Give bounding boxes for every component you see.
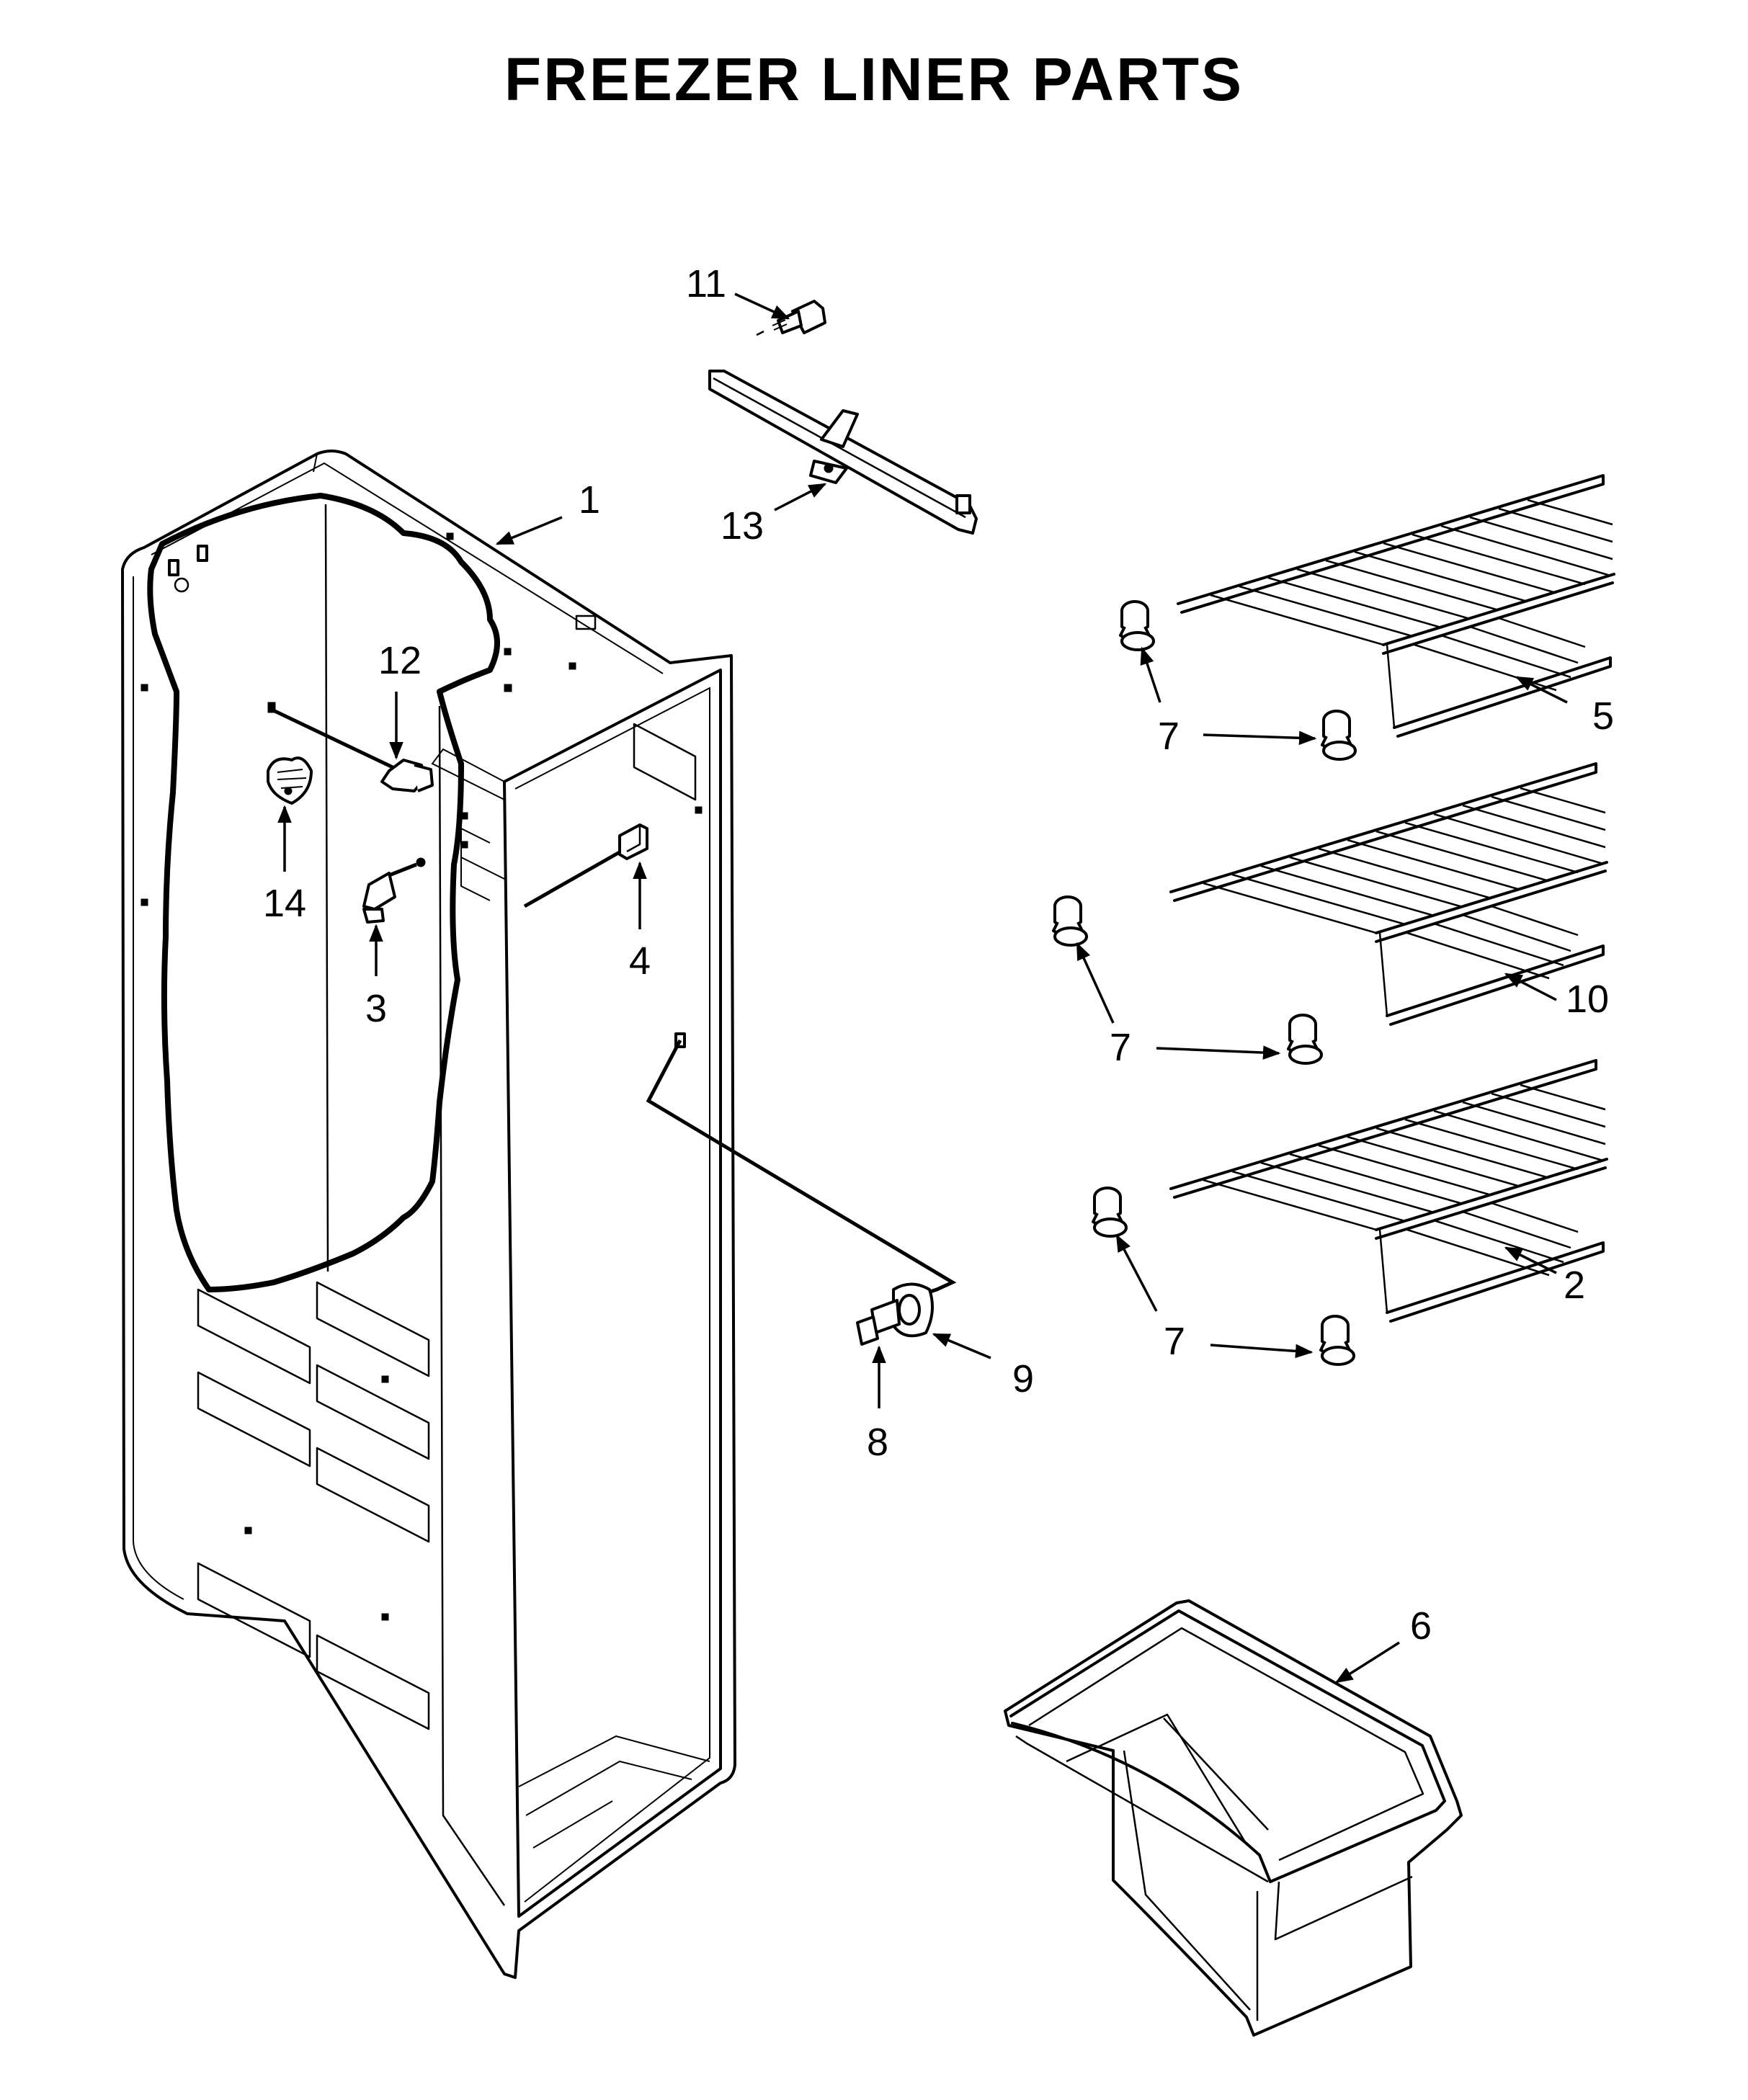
callout-12: 12 — [378, 639, 422, 682]
screw — [756, 300, 826, 336]
shelf-top — [1177, 474, 1615, 738]
callout-11: 11 — [686, 262, 726, 305]
diagram-title: FREEZER LINER PARTS — [504, 45, 1244, 113]
shelf-support-pin — [1321, 710, 1357, 761]
ice-bin — [1004, 1599, 1463, 2037]
shelf-support-pin — [1119, 600, 1155, 651]
freezer-liner — [121, 450, 736, 1979]
callout-13: 13 — [721, 504, 764, 548]
leader-lines — [277, 292, 1568, 1684]
sensor-part-3 — [362, 857, 426, 924]
callout-6: 6 — [1410, 1604, 1432, 1648]
heater-part-8-9 — [646, 1032, 957, 1346]
callout-8: 8 — [867, 1421, 888, 1464]
clip-part-12 — [267, 702, 434, 792]
shelf-support-pin — [1052, 895, 1088, 947]
switch-part-4 — [523, 823, 648, 908]
shelf-bottom — [1169, 1059, 1608, 1323]
shelf-support-pin — [1287, 1014, 1323, 1065]
shelf-support-pin — [1319, 1315, 1355, 1366]
callout-3: 3 — [365, 987, 387, 1030]
light-bracket — [708, 370, 978, 535]
callout-10: 10 — [1566, 978, 1609, 1021]
callout-7-middle: 7 — [1110, 1026, 1131, 1069]
callout-4: 4 — [629, 939, 651, 983]
shelf-support-pin — [1092, 1187, 1128, 1238]
shelf-middle — [1169, 762, 1608, 1026]
callout-5: 5 — [1592, 694, 1614, 738]
callout-14: 14 — [263, 882, 306, 925]
callout-7-bottom: 7 — [1164, 1320, 1185, 1363]
callout-2: 2 — [1564, 1264, 1585, 1307]
callout-7-top: 7 — [1158, 715, 1180, 758]
part-14 — [267, 756, 313, 805]
callout-9: 9 — [1012, 1357, 1034, 1400]
callout-1: 1 — [579, 478, 600, 522]
